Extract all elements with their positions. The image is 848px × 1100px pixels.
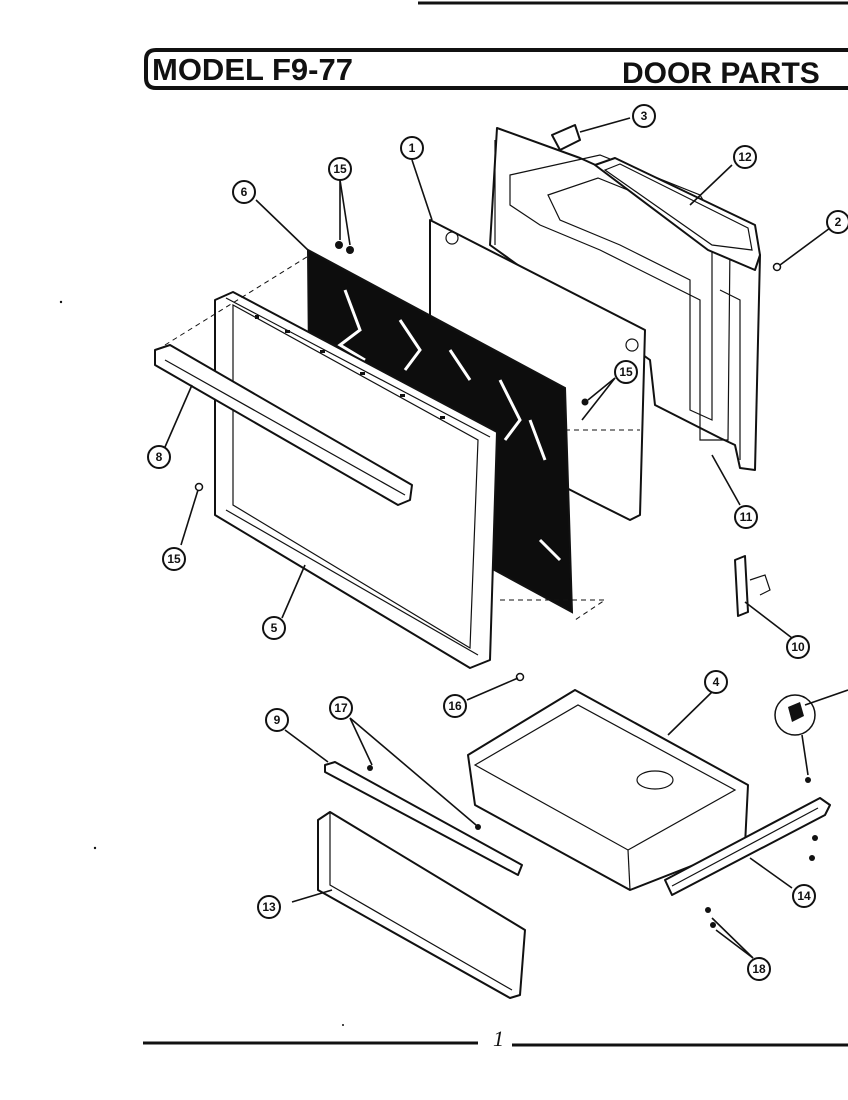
callout-label: 15 <box>619 365 633 379</box>
callout-5: 5 <box>262 616 286 640</box>
callout-15-left: 15 <box>162 547 186 571</box>
assembly-lines <box>164 254 640 621</box>
part-badge-detail <box>774 689 848 736</box>
door-gasket <box>594 157 761 271</box>
callout-label: 14 <box>797 889 811 903</box>
hinge <box>734 555 771 617</box>
page-mark: 1 <box>493 1026 504 1051</box>
callout-label: 12 <box>738 150 752 164</box>
drawer-front-panel <box>317 811 526 999</box>
callout-label: 10 <box>791 640 805 654</box>
callout-1: 1 <box>400 136 424 160</box>
callout-label: 18 <box>752 962 766 976</box>
callout-10: 10 <box>786 635 810 659</box>
callout-label: 15 <box>333 162 347 176</box>
callout-18: 18 <box>747 957 771 981</box>
callout-label: 8 <box>156 450 163 464</box>
callout-9: 9 <box>265 708 289 732</box>
callout-6: 6 <box>232 180 256 204</box>
callout-15-right: 15 <box>614 360 638 384</box>
callout-14: 14 <box>792 884 816 908</box>
callout-label: 4 <box>713 675 720 689</box>
header-frame <box>144 48 848 90</box>
callout-13: 13 <box>257 895 281 919</box>
leader-lines <box>164 117 831 959</box>
callout-3: 3 <box>632 104 656 128</box>
callout-label: 3 <box>641 109 648 123</box>
footer: 1 <box>143 1026 848 1051</box>
callout-label: 15 <box>167 552 181 566</box>
callout-label: 6 <box>241 185 248 199</box>
section-title: DOOR PARTS <box>622 57 820 90</box>
callout-label: 11 <box>740 510 753 524</box>
callout-8: 8 <box>147 445 171 469</box>
drawer-slide <box>664 797 831 896</box>
callout-label: 17 <box>334 701 348 715</box>
screws <box>194 241 818 928</box>
callout-label: 9 <box>274 713 281 727</box>
callout-11: 11 <box>734 505 758 529</box>
callout-label: 5 <box>271 621 278 635</box>
callout-15-top: 15 <box>328 157 352 181</box>
model-title: MODEL F9-77 <box>152 52 353 87</box>
callout-2: 2 <box>826 210 848 234</box>
clip-part <box>551 124 581 151</box>
header-band: MODEL F9-77 DOOR PARTS <box>144 48 848 90</box>
callout-label: 1 <box>409 141 416 155</box>
callout-17: 17 <box>329 696 353 720</box>
callout-4: 4 <box>704 670 728 694</box>
handle-rail <box>154 344 413 506</box>
callout-label: 2 <box>835 215 842 229</box>
callout-12: 12 <box>733 145 757 169</box>
callout-label: 16 <box>448 699 462 713</box>
scan-specks <box>59 300 344 1026</box>
callout-label: 13 <box>262 900 276 914</box>
drawer-bracket <box>324 761 523 876</box>
callout-16: 16 <box>443 694 467 718</box>
